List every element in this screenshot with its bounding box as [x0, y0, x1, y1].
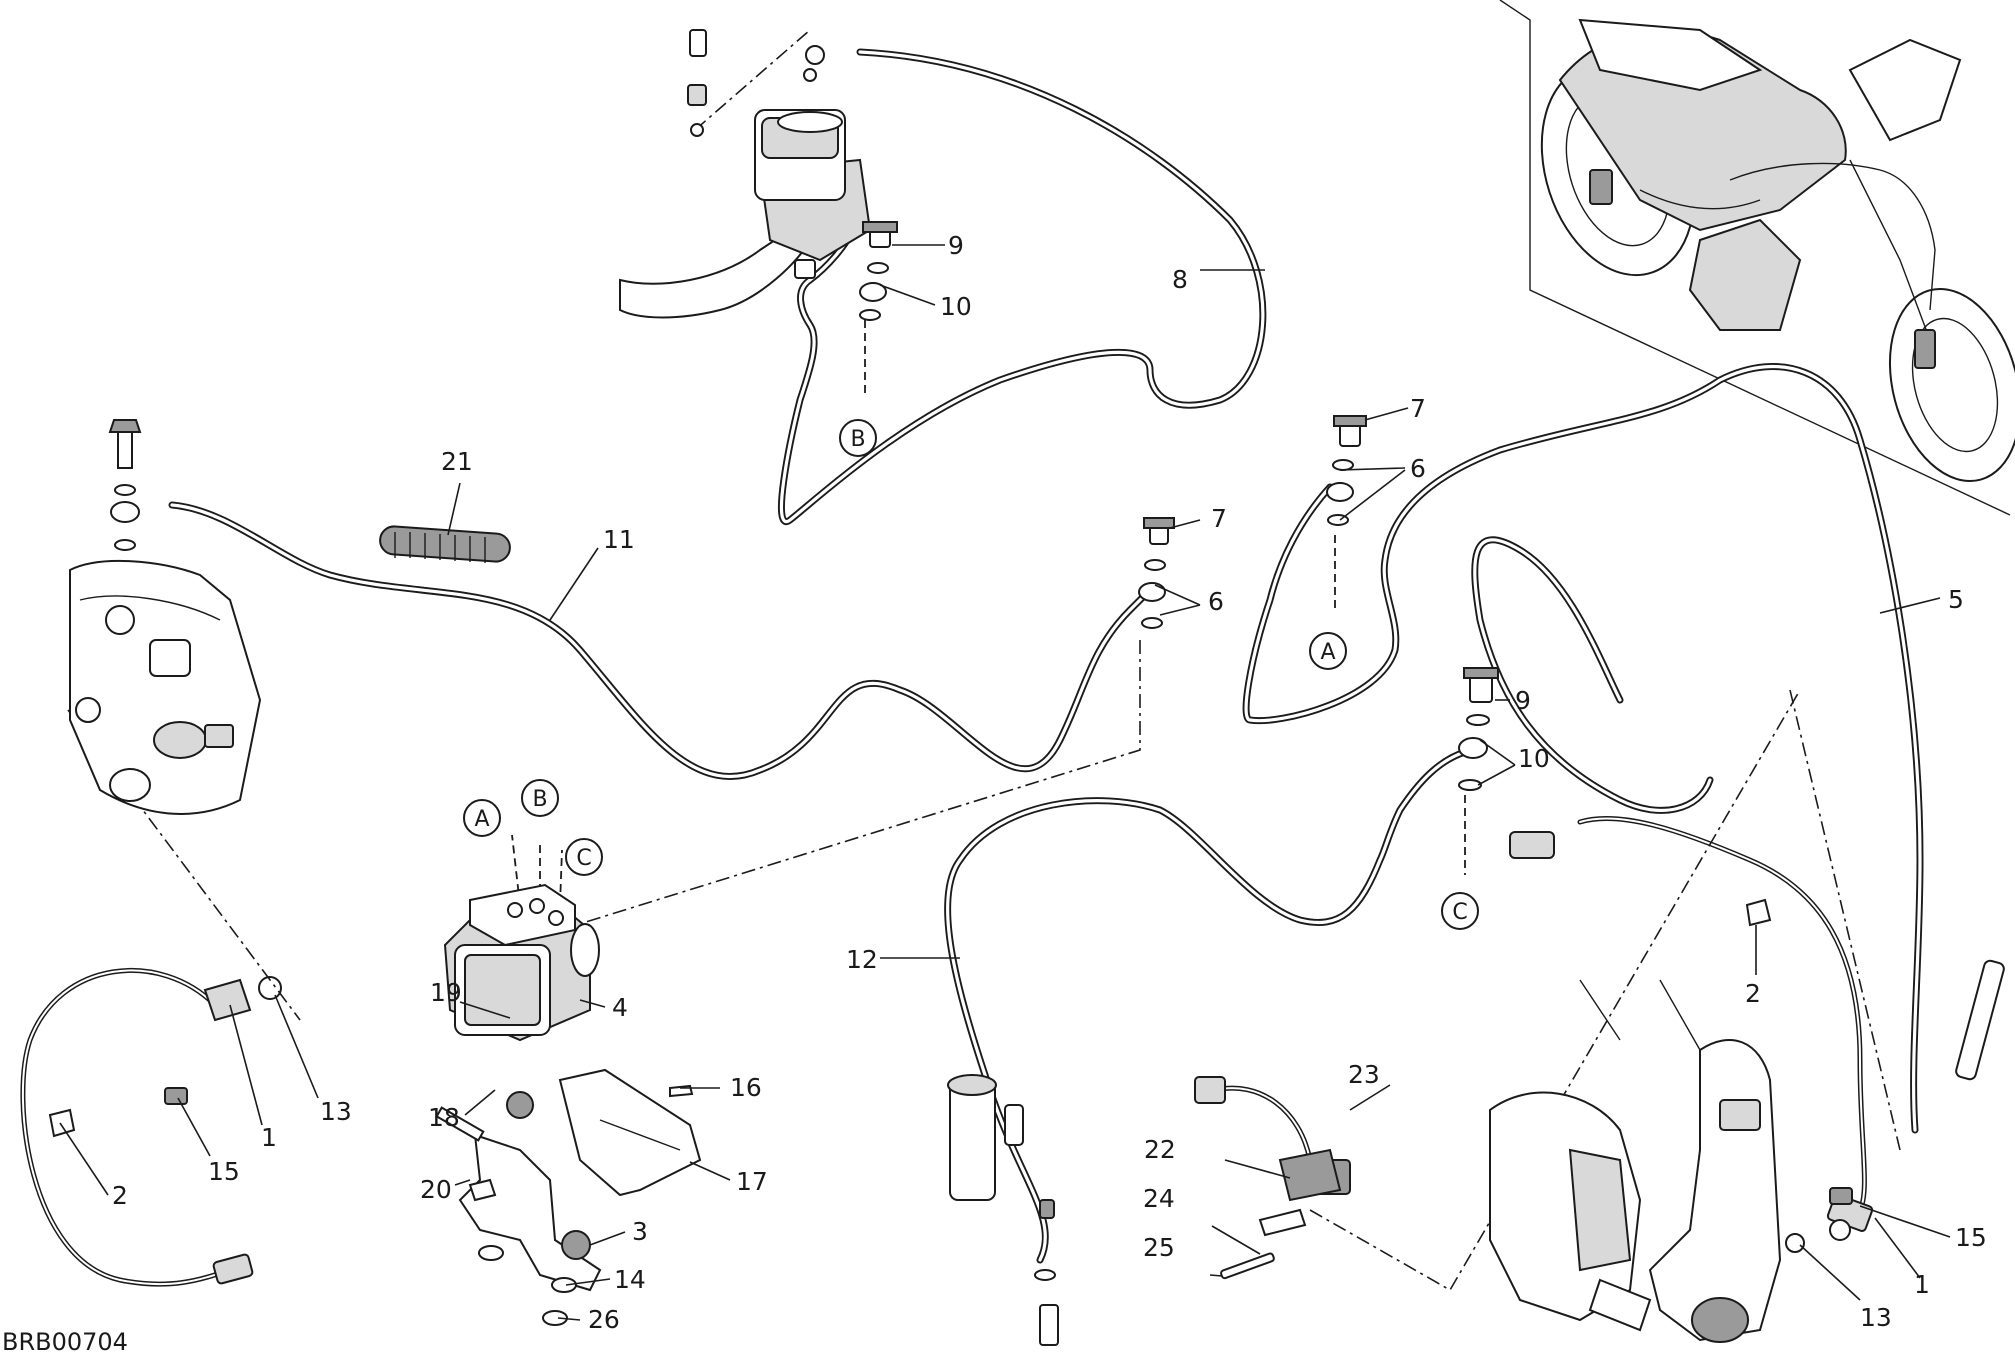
callout-1-right: 1: [1914, 1270, 1930, 1299]
reference-markers: B A C A B C: [463, 419, 1479, 930]
callout-19: 19: [430, 978, 462, 1007]
callout-16: 16: [730, 1073, 762, 1102]
callout-9-right: 9: [1515, 686, 1531, 715]
ref-marker-a: A: [1320, 640, 1335, 665]
abs-bracket: [435, 1068, 702, 1326]
front-left-caliper: [69, 419, 262, 815]
ref-marker-b-abs-circle: [521, 779, 559, 817]
callout-13-right: 13: [1860, 1303, 1892, 1332]
ref-marker-c: C: [1452, 900, 1467, 925]
abs-hydraulic-unit: [443, 883, 600, 1042]
ref-marker-b-abs: B: [532, 787, 547, 812]
abs-speed-sensors: [20, 815, 1874, 1287]
protection-sleeve: [379, 525, 511, 563]
callout-6-mid: 6: [1208, 587, 1224, 616]
callout-6-right: 6: [1410, 454, 1426, 483]
ref-marker-b-circle: [839, 419, 877, 457]
rear-caliper-assembly: [1489, 979, 1782, 1343]
callout-20: 20: [420, 1175, 452, 1204]
callout-26: 26: [588, 1305, 620, 1334]
callout-7-right: 7: [1410, 394, 1426, 423]
callout-2-right: 2: [1745, 979, 1761, 1008]
callout-13-left: 13: [320, 1097, 352, 1126]
callout-8: 8: [1172, 265, 1188, 294]
callout-leaders: [59, 244, 1951, 1321]
callout-numbers: 8 9 10 21 11 7 6 7 6 9 10 5 12 4 19 18 1…: [112, 231, 1987, 1334]
callout-9-top: 9: [948, 231, 964, 260]
front-master-cylinder: [619, 29, 872, 319]
ref-marker-a-abs: A: [474, 807, 489, 832]
callout-17: 17: [736, 1167, 768, 1196]
callout-5: 5: [1948, 585, 1964, 614]
ref-marker-a-abs-circle: [463, 799, 501, 837]
callout-15-right: 15: [1955, 1223, 1987, 1252]
callout-7-mid: 7: [1211, 504, 1227, 533]
callout-18: 18: [428, 1103, 460, 1132]
callout-25: 25: [1143, 1233, 1175, 1262]
connection-lines: [67, 29, 1901, 1292]
motorcycle-overview-inset: [1499, 0, 2015, 516]
ref-marker-a-circle: [1309, 632, 1347, 670]
callout-10-top: 10: [940, 292, 972, 321]
ref-marker-b: B: [850, 427, 865, 452]
small-hardware: [48, 898, 2005, 1280]
callout-12: 12: [846, 945, 878, 974]
ref-marker-c-abs-circle: [565, 838, 603, 876]
callout-2-left: 2: [112, 1181, 128, 1210]
callout-3: 3: [632, 1217, 648, 1246]
callout-1-left: 1: [261, 1123, 277, 1152]
callout-21: 21: [441, 447, 473, 476]
callout-23: 23: [1348, 1060, 1380, 1089]
callout-10-right: 10: [1518, 744, 1550, 773]
callout-22: 22: [1144, 1135, 1176, 1164]
callout-24: 24: [1143, 1184, 1175, 1213]
ref-marker-c-abs: C: [576, 846, 591, 871]
callout-11: 11: [603, 525, 635, 554]
drawing-code: BRB00704: [2, 1328, 128, 1356]
callout-4: 4: [612, 993, 628, 1022]
callout-14: 14: [614, 1265, 646, 1294]
rear-master-cylinder: [947, 1074, 1059, 1346]
ref-marker-c-circle: [1441, 892, 1479, 930]
callout-15-left: 15: [208, 1157, 240, 1186]
